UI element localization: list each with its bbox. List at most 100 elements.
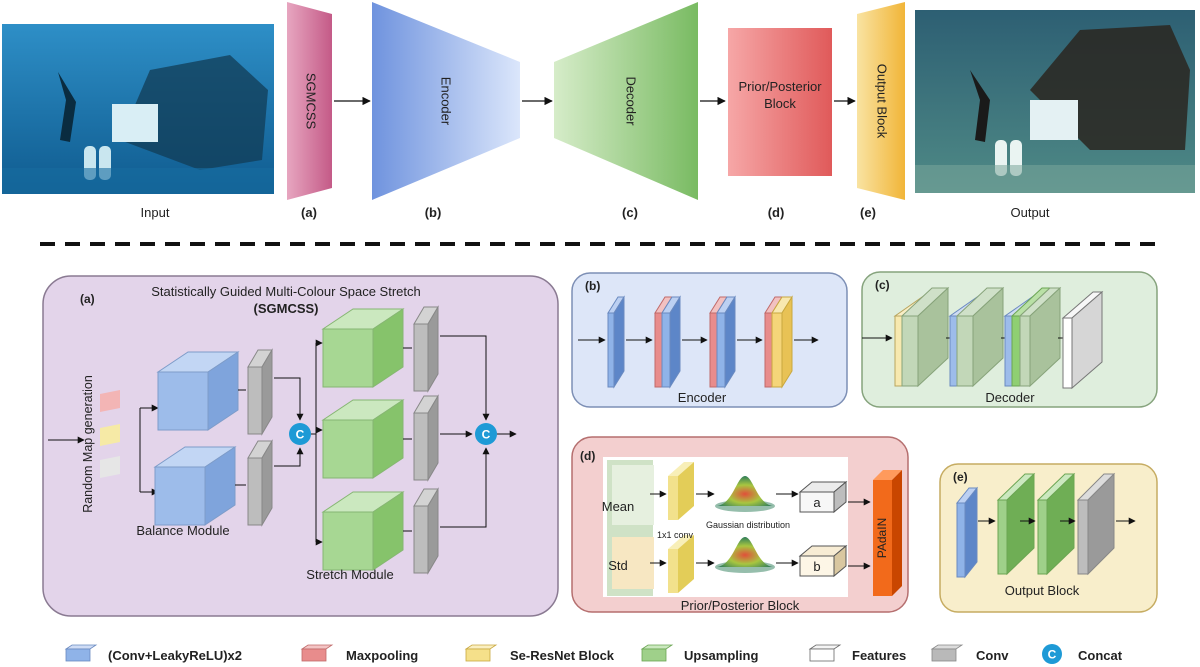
panel-e-letter: (e) [953, 470, 968, 484]
panel-e-label: Output Block [1005, 583, 1080, 598]
stage-letter-b: (b) [425, 205, 442, 220]
input-label: Input [141, 205, 170, 220]
gaussian-label: Gaussian distribution [706, 520, 790, 530]
panel-c-label: Decoder [985, 390, 1035, 405]
input-features-stack [607, 460, 654, 596]
output-conv-green-2 [1036, 472, 1076, 576]
stretch-cube-2 [321, 399, 405, 479]
param-a-label: a [813, 495, 821, 510]
stage-letter-a: (a) [301, 205, 317, 220]
encoder-block-label: Encoder [439, 77, 454, 126]
gaussian-icon-top [715, 476, 775, 512]
concat-node-1 [289, 423, 311, 445]
padain-block [873, 470, 902, 596]
stage-letter-e: (e) [860, 205, 876, 220]
conv-slab-a1 [247, 348, 273, 436]
output-conv-gray [1076, 472, 1116, 576]
conv-slab-s1 [413, 305, 439, 393]
legend-swatch-4 [809, 648, 835, 662]
legend-swatch-0 [65, 648, 91, 662]
legend-swatch-6 [1042, 644, 1062, 664]
decoder-stage-3 [1003, 286, 1062, 388]
legend-item-concat: C Concat [1042, 644, 1123, 664]
prior-posterior-block-label: Prior/Posterior Block [738, 79, 822, 111]
panel-a-title: Statistically Guided Multi-Colour Space … [151, 284, 421, 299]
legend-label-4: Features [852, 648, 906, 663]
balance-cube-bottom [153, 446, 237, 526]
encoder-stage-1 [607, 295, 625, 389]
balance-cube-top [156, 351, 240, 431]
output-label: Output [1010, 205, 1049, 220]
legend-label-6: Concat [1078, 648, 1123, 663]
random-map-label: Random Map generation [81, 375, 95, 513]
stage-letter-c: (c) [622, 205, 638, 220]
param-a-box [798, 480, 848, 514]
legend-label-1: Maxpooling [346, 648, 418, 663]
decoder-output-features [1061, 290, 1104, 390]
legend-swatch-3 [641, 648, 667, 662]
panel-b-letter: (b) [585, 279, 600, 293]
legend-item-maxpooling: Maxpooling [300, 644, 418, 663]
legend-swatch-2 [465, 648, 491, 662]
encoder-stage-2 [654, 295, 681, 389]
panel-c-letter: (c) [875, 278, 890, 292]
panel-d-label: Prior/Posterior Block [681, 598, 800, 613]
legend-item-conv: Conv [930, 644, 1009, 663]
legend-label-5: Conv [976, 648, 1009, 663]
legend-label-2: Se-ResNet Block [510, 648, 615, 663]
panel-b-label: Encoder [678, 390, 727, 405]
std-label: Std [608, 558, 628, 573]
legend-swatch-1 [301, 648, 327, 662]
conv-1x1-top [668, 462, 694, 520]
balance-module-label: Balance Module [136, 523, 229, 538]
conv-slab-s3 [413, 487, 439, 575]
legend-label-0: (Conv+LeakyReLU)x2 [108, 648, 242, 663]
stretch-module-label: Stretch Module [306, 567, 393, 582]
legend: (Conv+LeakyReLU)x2 Maxpooling Se-ResNet … [64, 644, 1123, 664]
sgmcss-block [287, 2, 332, 200]
panel-a-abbrev: (SGMCSS) [254, 301, 319, 316]
gaussian-icon-bottom [715, 537, 775, 573]
legend-item-features: Features [808, 644, 906, 663]
encoder-block [372, 2, 520, 200]
mean-label: Mean [602, 499, 635, 514]
legend-item-conv-leakyrelu: (Conv+LeakyReLU)x2 [64, 644, 242, 663]
concat-glyph-2: C [482, 428, 491, 442]
param-b-box [798, 544, 848, 578]
prior-posterior-block [728, 28, 832, 176]
output-image [915, 10, 1195, 193]
conv-slab-s2 [413, 394, 439, 482]
encoder-stage-3 [709, 295, 736, 389]
output-block [857, 2, 905, 200]
decoder-block [554, 2, 698, 200]
sgmcss-block-label: SGMCSS [304, 73, 319, 130]
legend-label-3: Upsampling [684, 648, 758, 663]
conv-slab-a2 [247, 439, 273, 527]
stretch-cube-3 [321, 491, 405, 571]
concat-node-2 [475, 423, 497, 445]
panel-d-letter: (d) [580, 449, 595, 463]
decoder-block-label: Decoder [624, 76, 639, 126]
padain-label: PAdaIN [875, 518, 889, 558]
random-map-stack [100, 390, 120, 478]
legend-item-se-resnet: Se-ResNet Block [464, 644, 615, 663]
encoder-stage-4 [764, 295, 793, 389]
panel-a [42, 275, 559, 617]
output-conv-blue [955, 486, 979, 579]
panel-a-letter: (a) [80, 292, 95, 306]
output-conv-green-1 [996, 472, 1036, 576]
stretch-cube-1 [321, 308, 405, 388]
conv-1x1-label: 1x1 conv [657, 530, 694, 540]
decoder-stage-1 [893, 286, 950, 388]
conv-1x1-bottom [668, 535, 694, 593]
output-block-label: Output Block [875, 64, 890, 139]
param-b-label: b [813, 559, 820, 574]
legend-item-upsampling: Upsampling [640, 644, 758, 663]
stage-letter-d: (d) [768, 205, 785, 220]
decoder-stage-2 [948, 286, 1005, 388]
legend-concat-glyph: C [1048, 648, 1057, 662]
legend-swatch-5 [931, 648, 957, 662]
input-image [2, 24, 274, 194]
concat-glyph-1: C [296, 428, 305, 442]
